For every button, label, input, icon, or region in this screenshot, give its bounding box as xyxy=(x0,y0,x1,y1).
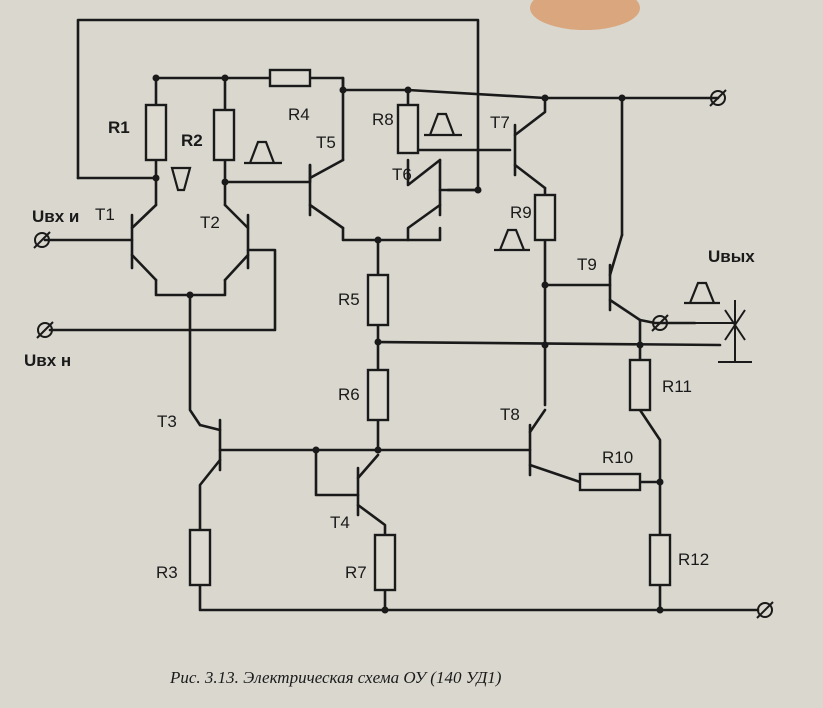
label-r10: R10 xyxy=(602,448,633,467)
terminal-input-noninverting xyxy=(36,321,54,339)
pulse-inverted-icon xyxy=(170,166,192,192)
pulse-icon xyxy=(424,112,462,137)
label-t1: T1 xyxy=(95,205,115,224)
label-input-inverting: Uвх и xyxy=(32,207,79,226)
resistor-r1 xyxy=(144,103,168,162)
signal-pulses xyxy=(170,112,720,305)
terminal-ground xyxy=(756,601,774,619)
resistors xyxy=(144,68,672,592)
resistor-r5 xyxy=(366,273,390,327)
pulse-icon xyxy=(494,228,530,252)
resistor-r6 xyxy=(366,368,390,422)
resistor-r8 xyxy=(396,103,420,155)
label-r6: R6 xyxy=(338,385,360,404)
label-r2: R2 xyxy=(181,131,203,150)
label-t7: T7 xyxy=(490,113,510,132)
terminals xyxy=(33,89,774,619)
resistor-r4 xyxy=(268,68,312,88)
label-r3: R3 xyxy=(156,563,178,582)
wires xyxy=(43,18,760,612)
terminal-output xyxy=(651,314,669,332)
label-t6: T6 xyxy=(392,165,412,184)
label-r7: R7 xyxy=(345,563,367,582)
labels: R1 R2 R4 R8 R9 R5 R6 R11 R10 R3 R7 R12 T… xyxy=(24,105,755,687)
pulse-icon xyxy=(244,140,282,165)
terminal-input-inverting xyxy=(33,231,51,249)
label-t5: T5 xyxy=(316,133,336,152)
label-input-noninverting: Uвх н xyxy=(24,351,71,370)
label-r11: R11 xyxy=(662,377,692,396)
pulse-icon xyxy=(684,281,720,305)
label-r1: R1 xyxy=(108,118,130,137)
figure-caption: Рис. 3.13. Электрическая схема ОУ (140 У… xyxy=(169,668,502,687)
resistor-r10 xyxy=(578,472,642,492)
label-r12: R12 xyxy=(678,550,709,569)
resistor-r2 xyxy=(212,108,236,162)
label-t3: T3 xyxy=(157,412,177,431)
label-r4: R4 xyxy=(288,105,310,124)
resistor-r12 xyxy=(648,533,672,587)
resistor-r7 xyxy=(373,533,397,592)
label-r8: R8 xyxy=(372,110,394,129)
resistor-r9 xyxy=(533,193,557,242)
label-r5: R5 xyxy=(338,290,360,309)
resistor-r11 xyxy=(628,358,652,412)
label-t9: T9 xyxy=(577,255,597,274)
label-r9: R9 xyxy=(510,203,532,222)
label-t2: T2 xyxy=(200,213,220,232)
finger-shadow xyxy=(530,0,640,30)
terminal-supply xyxy=(709,89,727,107)
resistor-r3 xyxy=(188,528,212,587)
label-output: Uвых xyxy=(708,247,755,266)
junction-dots xyxy=(152,74,664,614)
label-t8: T8 xyxy=(500,405,520,424)
label-t4: T4 xyxy=(330,513,350,532)
